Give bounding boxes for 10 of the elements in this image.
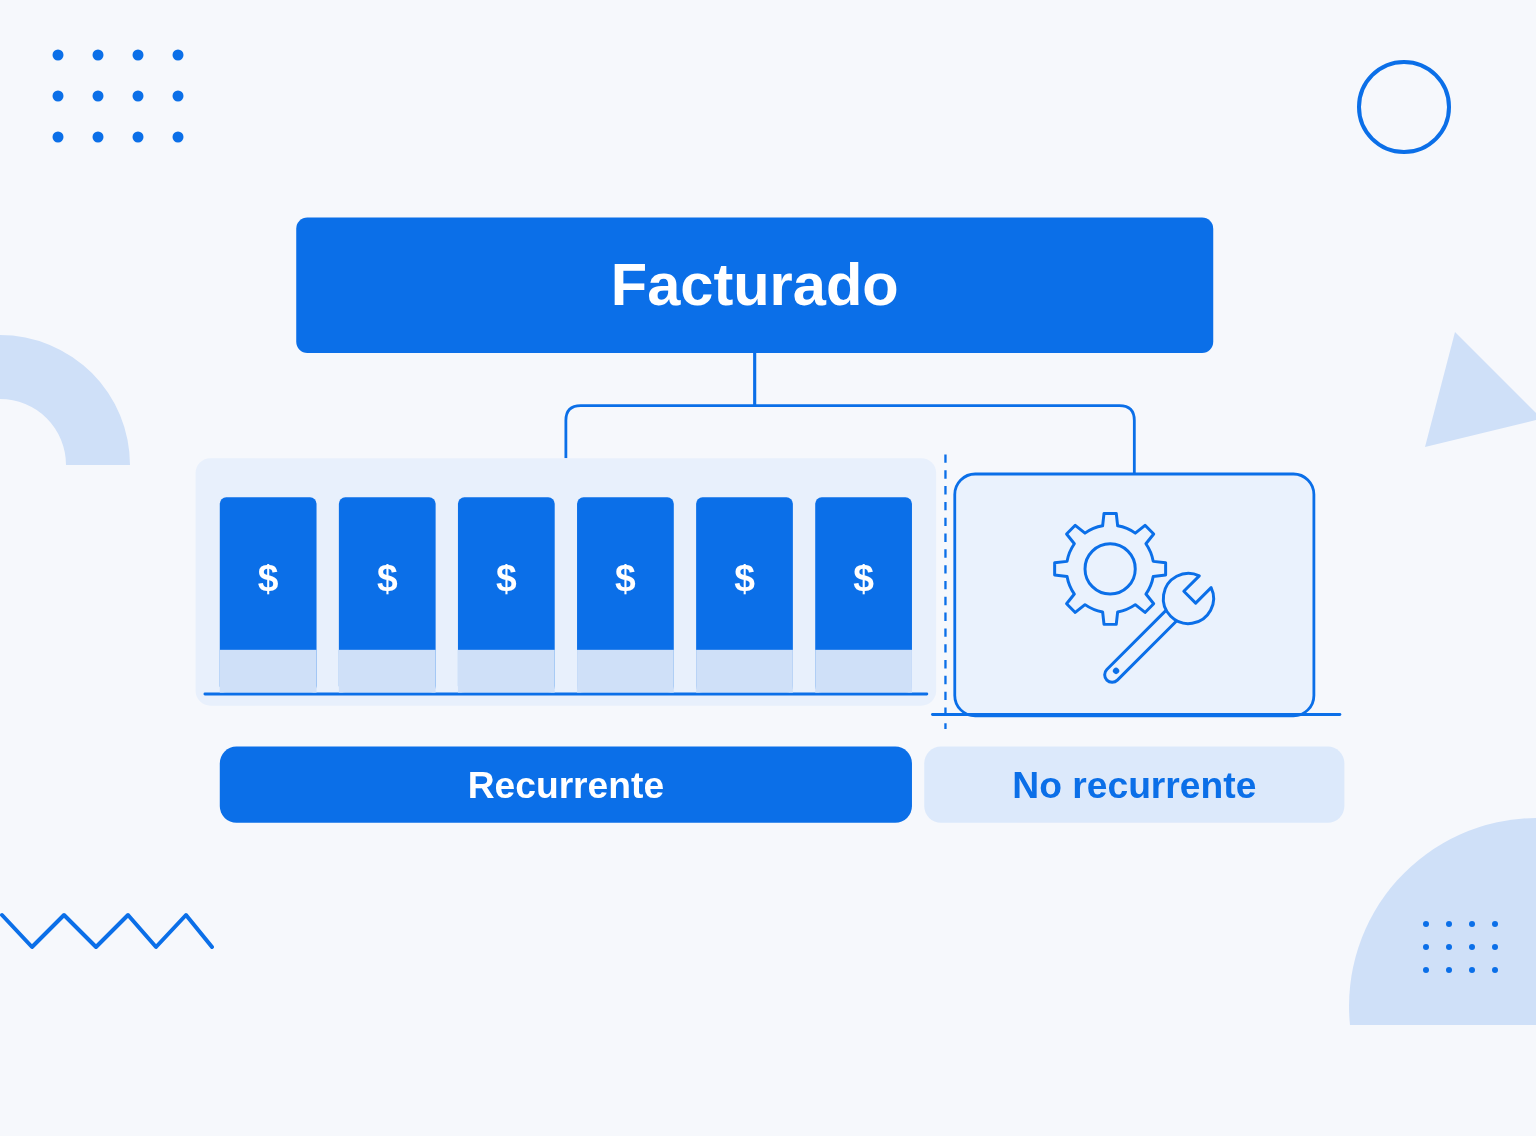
currency-symbol: $ <box>615 556 636 600</box>
category-label: Recurrente <box>467 763 665 806</box>
header-label: Facturado <box>610 250 899 320</box>
currency-symbol: $ <box>734 556 755 600</box>
currency-symbol: $ <box>853 556 874 600</box>
connector-line <box>564 352 757 458</box>
currency-symbol: $ <box>376 556 398 600</box>
currency-symbol: $ <box>496 556 517 600</box>
currency-symbol: $ <box>257 556 279 600</box>
category-label: No recurrente <box>1012 763 1257 806</box>
